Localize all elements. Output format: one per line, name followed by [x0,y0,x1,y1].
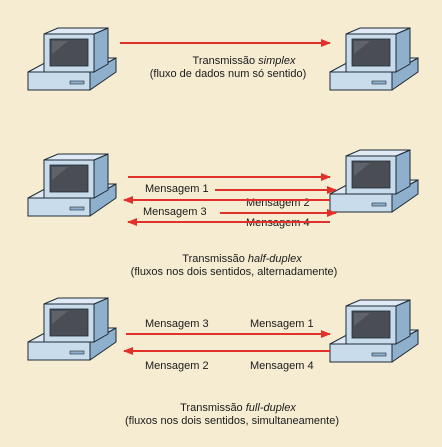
full-duplex-caption-detail: (fluxos nos dois sentidos, simultaneamen… [125,415,339,427]
message-label: Mensagem 3 [143,206,207,218]
simplex-caption-detail: (fluxo de dados num só sentido) [150,68,307,80]
computer-icon [329,27,419,91]
half-duplex-panel: Mensagem 1 Mensagem 2 Mensagem 3 Mensage… [27,149,419,278]
message-label: Mensagem 1 [145,183,209,195]
half-duplex-caption: Transmissão half-duplex [182,253,302,265]
message-label: Mensagem 3 [145,318,209,330]
half-duplex-caption-detail: (fluxos nos dois sentidos, alternadament… [131,266,338,278]
full-duplex-panel: Mensagem 3 Mensagem 1 Mensagem 2 Mensage… [27,297,419,427]
computer-icon [27,153,117,217]
computer-icon [329,149,419,213]
full-duplex-caption: Transmissão full-duplex [180,402,296,414]
message-label: Mensagem 1 [250,318,314,330]
message-label: Mensagem 4 [250,360,314,372]
simplex-caption: Transmissão simplex [193,55,296,67]
computer-icon [27,297,117,361]
computer-icon [27,27,117,91]
message-label: Mensagem 2 [246,197,310,209]
message-label: Mensagem 2 [145,360,209,372]
simplex-panel: Transmissão simplex (fluxo de dados num … [27,27,419,91]
computer-icon [329,299,419,363]
